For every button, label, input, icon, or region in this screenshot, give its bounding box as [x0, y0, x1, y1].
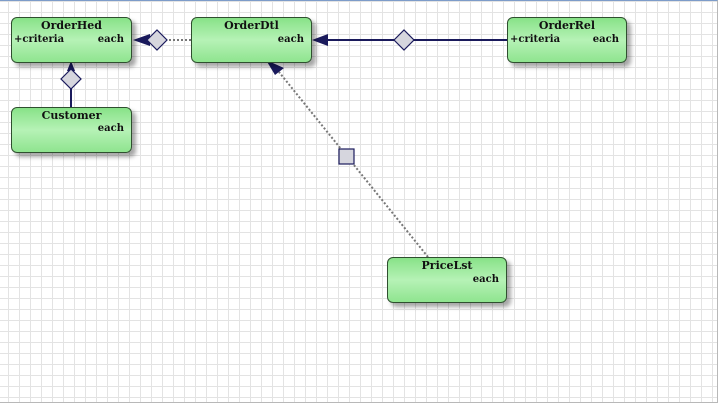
link-customer-orderhed[interactable] [60, 61, 82, 107]
entity-customer[interactable]: Customer each [11, 107, 132, 153]
entity-multiplicity: each [472, 274, 499, 285]
link-orderrel-orderdtl[interactable] [312, 29, 507, 51]
entity-multiplicity: each [97, 123, 124, 134]
entity-title: OrderDtl [224, 19, 279, 32]
entity-multiplicity: each [277, 34, 304, 45]
entity-title: Customer [41, 109, 102, 122]
entity-title: OrderHed [41, 19, 102, 32]
entity-orderdtl[interactable]: OrderDtl each [191, 17, 312, 63]
diamond-connector-icon [393, 29, 415, 51]
diamond-connector-icon [60, 68, 82, 90]
entity-pricelst[interactable]: PriceLst each [387, 257, 507, 303]
entity-multiplicity: each [97, 34, 124, 45]
entity-title: OrderRel [538, 19, 596, 32]
diamond-connector-icon [146, 29, 168, 51]
entity-attribute: +criteria [14, 34, 65, 45]
entity-attribute: +criteria [510, 34, 561, 45]
entity-multiplicity: each [592, 34, 619, 45]
link-orderdtl-orderhed[interactable] [133, 29, 191, 51]
square-connector-icon [338, 148, 355, 165]
link-pricelst-orderdtl[interactable] [266, 60, 429, 258]
entity-orderrel[interactable]: OrderRel +criteria each [507, 17, 627, 63]
entity-orderhed[interactable]: OrderHed +criteria each [11, 17, 132, 63]
entity-title: PriceLst [421, 259, 473, 272]
